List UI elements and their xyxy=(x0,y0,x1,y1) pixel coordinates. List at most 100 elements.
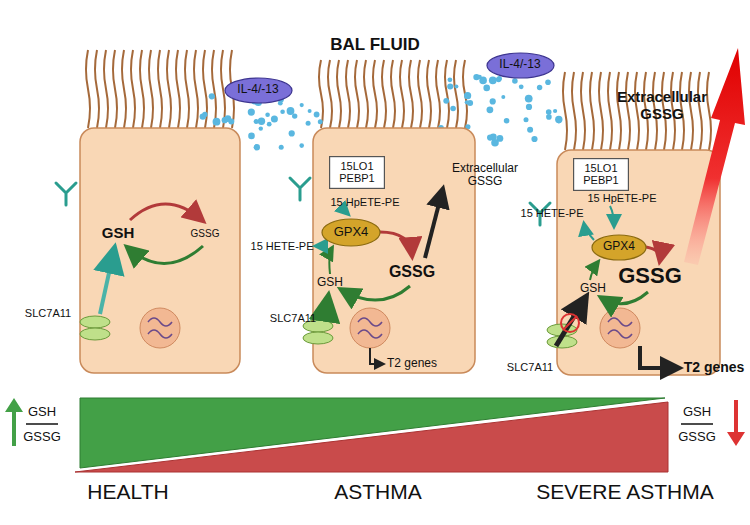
protein-box: 15LO1 PEBP1 xyxy=(573,158,629,191)
cilium xyxy=(572,72,576,150)
cilium xyxy=(689,72,693,150)
cytokine-dot xyxy=(454,85,458,89)
cytokine-dot xyxy=(483,85,490,92)
cilium xyxy=(95,50,99,128)
cytokine-dot xyxy=(487,135,493,141)
ellipse-node: IL-4/-13 xyxy=(224,77,293,104)
cytokine-dot xyxy=(555,116,562,123)
cilium xyxy=(698,72,702,150)
label: ASTHMA xyxy=(334,480,422,503)
cilium xyxy=(617,72,621,150)
cytokine-dot xyxy=(490,98,496,104)
label: GSH xyxy=(580,282,606,295)
cytokine-dot xyxy=(306,121,311,126)
cytokine-dot xyxy=(258,118,265,125)
cilium xyxy=(707,72,711,150)
cytokine-dot xyxy=(280,110,285,115)
label: GSSG xyxy=(618,264,682,288)
cilium xyxy=(409,60,413,128)
cytokine-dot xyxy=(300,103,304,107)
label: GSH xyxy=(317,276,343,289)
cilium xyxy=(454,60,458,128)
cytokine-dot xyxy=(265,113,270,118)
cytokine-dot xyxy=(464,92,471,99)
cilium xyxy=(608,72,612,150)
cytokine-dot xyxy=(501,95,505,99)
cilium xyxy=(626,72,630,150)
cytokine-dot xyxy=(447,83,453,89)
cytokine-dot xyxy=(448,77,453,82)
node-text: IL-4/-13 xyxy=(499,58,540,71)
cytokine-dot xyxy=(531,136,537,142)
node-text: GPX4 xyxy=(334,225,369,239)
cilium xyxy=(319,60,323,128)
cytokine-dot xyxy=(200,113,206,119)
cytokine-dot xyxy=(496,77,501,82)
cytokine-dot xyxy=(545,80,551,86)
cytokine-dot xyxy=(248,133,255,140)
cilium xyxy=(563,72,567,150)
cytokine-dot xyxy=(267,122,272,127)
label: 15 HETE-PE xyxy=(521,207,584,219)
cytokine-dot xyxy=(314,112,320,118)
label: GSSG xyxy=(23,430,61,444)
cytokine-dot xyxy=(209,93,215,99)
label: 15 HETE-PE xyxy=(251,240,314,252)
ellipse-node: IL-4/-13 xyxy=(486,52,555,79)
cilium xyxy=(391,60,395,128)
label: GSH xyxy=(102,225,135,242)
label: SEVERE ASTHMA xyxy=(536,480,713,503)
cilium xyxy=(194,50,198,128)
protein-box: 15LO1 PEBP1 xyxy=(329,156,385,189)
cilium xyxy=(167,50,171,128)
cilium xyxy=(355,60,359,128)
label: GSSG xyxy=(191,228,220,239)
cytokine-dot xyxy=(557,119,562,124)
cilium xyxy=(382,60,386,128)
cytokine-dot xyxy=(443,98,449,104)
ellipse-node: GPX4 xyxy=(591,234,647,261)
cilium xyxy=(113,50,117,128)
cytokine-dot xyxy=(465,100,469,104)
cytokine-dot xyxy=(512,78,518,84)
ellipse-node: GPX4 xyxy=(321,218,381,247)
label: SLC7A11 xyxy=(270,312,316,324)
cytokine-dot xyxy=(546,114,552,120)
cytokine-dot xyxy=(271,116,278,123)
cytokine-dot xyxy=(318,119,323,124)
cilium xyxy=(131,50,135,128)
cytokine-dot xyxy=(553,109,557,113)
cilium xyxy=(185,50,189,128)
cilium xyxy=(427,60,431,128)
cytokine-dot xyxy=(278,101,283,106)
label: HEALTH xyxy=(87,480,168,503)
cilium xyxy=(158,50,162,128)
label: Extracellular GSSG xyxy=(445,162,525,188)
cytokine-dot xyxy=(524,117,529,122)
cilium xyxy=(436,60,440,128)
cilium xyxy=(418,60,422,128)
cytokine-dot xyxy=(489,76,497,84)
node-text: 15LO1 PEBP1 xyxy=(579,162,623,186)
cytokine-dot xyxy=(224,115,231,122)
node-text: GPX4 xyxy=(603,240,635,253)
label: GSSG xyxy=(678,430,716,444)
cilium xyxy=(337,60,341,128)
label: 15 HpETE-PE xyxy=(330,196,399,208)
label: SLC7A11 xyxy=(507,361,553,373)
label: Extracellular GSSG xyxy=(610,89,715,122)
cytokine-dot xyxy=(519,84,524,89)
cilium xyxy=(104,50,108,128)
cytokine-dot xyxy=(213,118,221,126)
cytokine-dot xyxy=(308,109,312,113)
cilium xyxy=(122,50,126,128)
cilium xyxy=(212,50,216,128)
node-text: IL-4/-13 xyxy=(237,83,278,96)
cytokine-dot xyxy=(254,144,260,150)
label: GSSG xyxy=(389,263,435,281)
title: BAL FLUID xyxy=(330,36,419,55)
label: T2 genes xyxy=(387,357,437,370)
cytokine-dot xyxy=(487,106,494,113)
